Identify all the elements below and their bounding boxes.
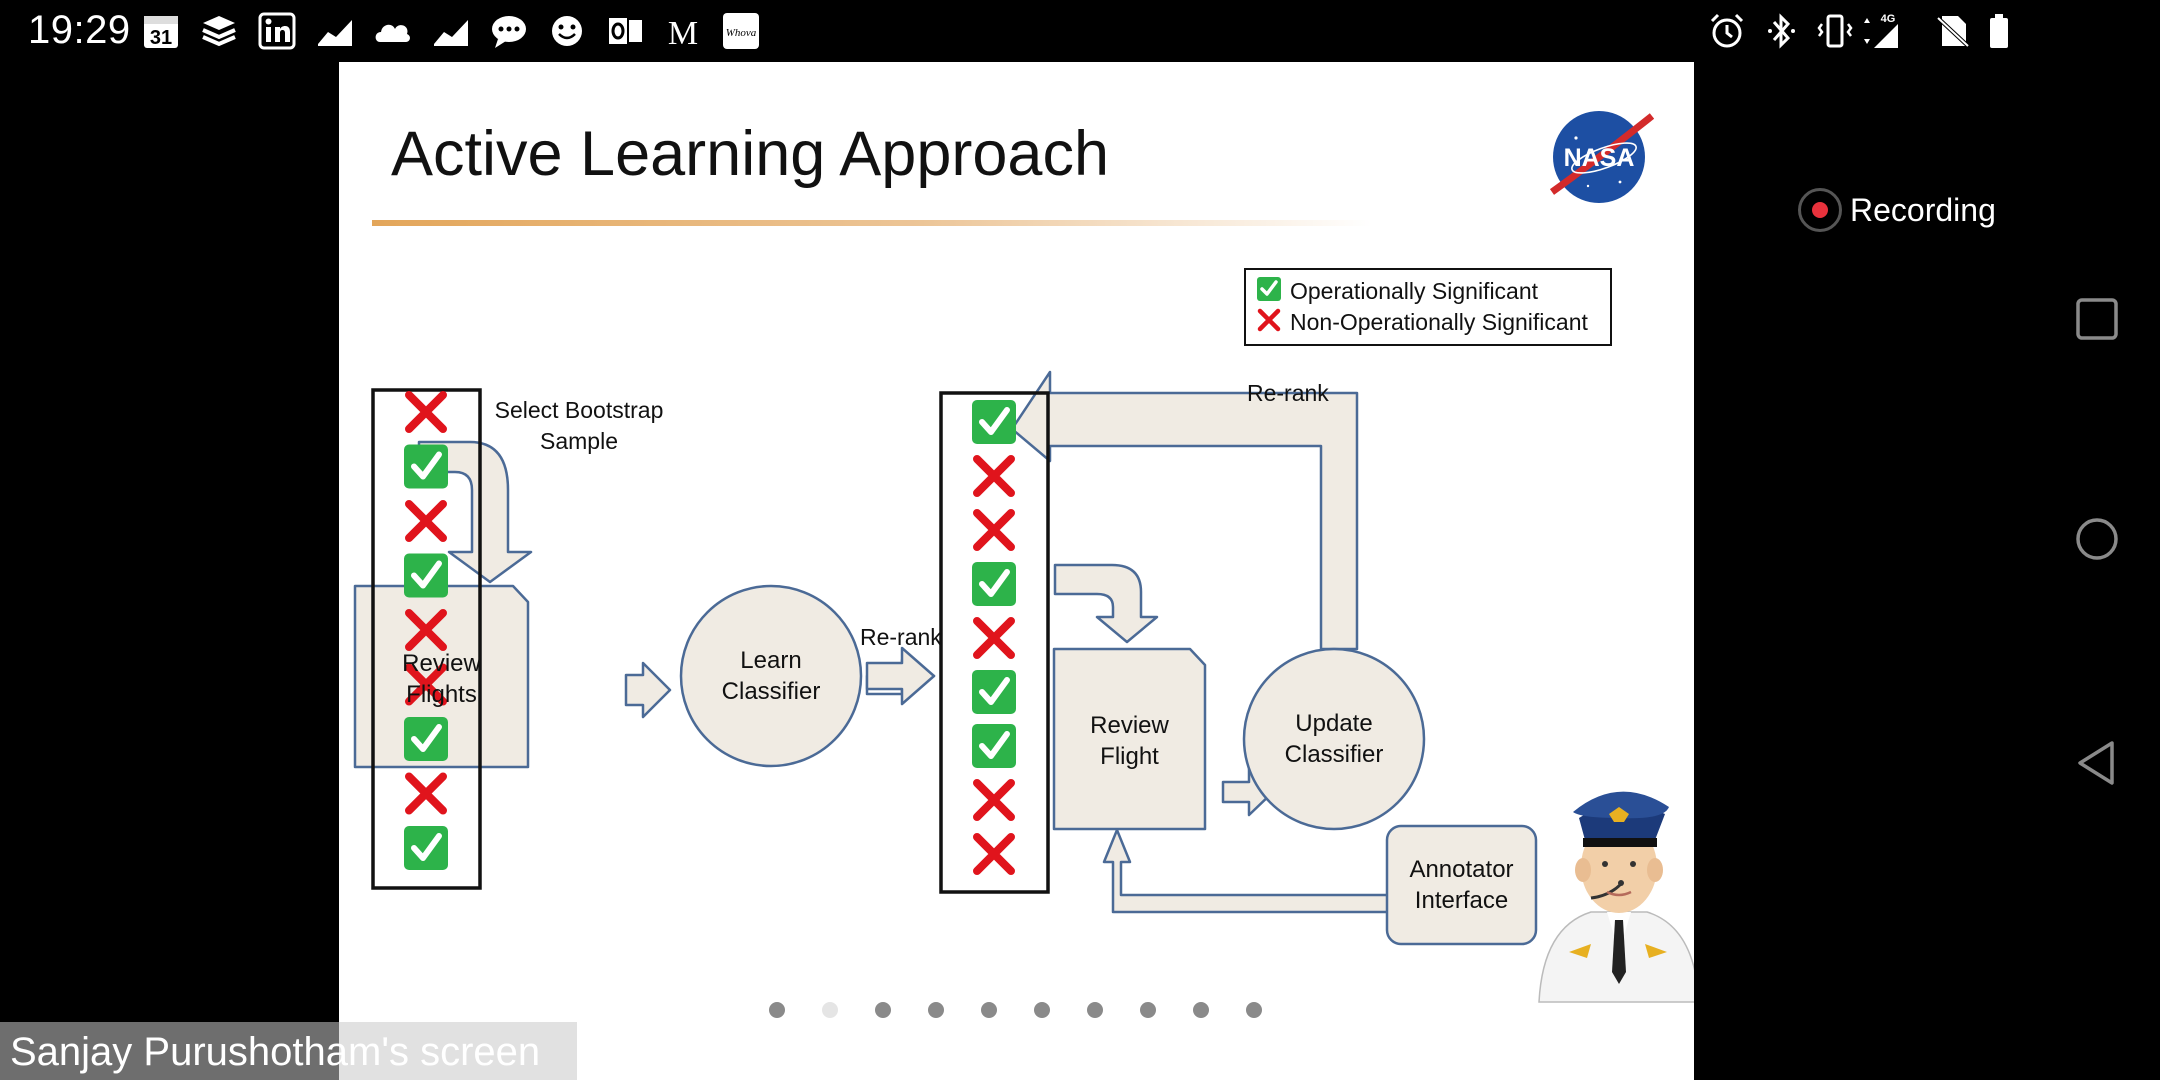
screen-share-caption: Sanjay Purushotham's screen — [0, 1022, 577, 1080]
pagination-dot[interactable] — [1246, 1002, 1262, 1018]
select-arrow — [1053, 563, 1159, 644]
calendar-icon: 31 — [144, 16, 178, 49]
annotator-feedback-arrow — [1102, 828, 1391, 914]
ranked-flights-column — [939, 391, 1050, 894]
medium-icon: M — [668, 15, 698, 50]
shared-slide: Active Learning Approach NASA Operationa… — [339, 62, 1694, 1080]
rerank-label-2: Re-rank — [1247, 380, 1329, 406]
rerank-label-1: Re-rank — [860, 624, 942, 650]
cross-icon — [973, 833, 1015, 875]
title-divider — [372, 220, 1372, 226]
recents-icon — [2076, 298, 2118, 340]
rerank-feedback-arrow — [1010, 370, 1359, 651]
update-classifier-label: Update Classifier — [1284, 710, 1384, 768]
cloud-icon — [375, 24, 410, 42]
network-type: 4G — [1881, 13, 1896, 25]
cross-icon — [973, 509, 1015, 551]
cross-icon — [405, 663, 447, 706]
annotator-interface-node — [1385, 824, 1538, 946]
nasa-logo-icon: NASA — [1549, 111, 1654, 203]
pagination-dot[interactable] — [928, 1002, 944, 1018]
battery-icon — [1990, 14, 2008, 48]
clock: 19:29 — [28, 8, 131, 52]
pagination-dot[interactable] — [1087, 1002, 1103, 1018]
checkmark-icon — [404, 553, 448, 598]
recording-label: Recording — [1850, 192, 1996, 228]
slide-title: Active Learning Approach — [391, 119, 1109, 189]
pagination-dot[interactable] — [822, 1002, 838, 1018]
svg-text:M: M — [668, 15, 698, 50]
recording-indicator: Recording — [1798, 188, 2048, 238]
back-icon — [2078, 741, 2114, 785]
learn-classifier-node — [679, 584, 863, 768]
slide-pagination — [769, 1002, 1269, 1032]
android-nav-bar — [2034, 0, 2160, 1080]
bootstrap-arrow — [417, 440, 533, 584]
select-bootstrap-label: Select Bootstrap Sample — [494, 397, 664, 454]
cross-icon — [405, 772, 447, 815]
review-flight-node — [1052, 647, 1207, 831]
pagination-dot[interactable] — [875, 1002, 891, 1018]
checkmark-icon — [404, 444, 448, 489]
cross-icon — [973, 779, 1015, 821]
whova-icon: Whova — [723, 13, 759, 49]
recents-button[interactable] — [2072, 294, 2122, 344]
learn-classifier-label: Learn Classifier — [721, 647, 821, 705]
smiley-icon — [552, 16, 582, 46]
legend-box: Operationally Significant Non-Operationa… — [1244, 268, 1612, 346]
bluetooth-icon — [1768, 13, 1795, 49]
home-icon — [2076, 518, 2118, 560]
annotator-interface-label: Annotator Interface — [1409, 856, 1514, 914]
review-flights-label: Review Flights — [402, 650, 481, 708]
chart-icon — [318, 20, 352, 46]
status-bar: 19:29 31 M Whova — [0, 0, 2034, 62]
svg-text:Whova: Whova — [726, 27, 757, 39]
home-button[interactable] — [2072, 514, 2122, 564]
svg-text:NASA: NASA — [1564, 144, 1635, 172]
active-learning-diagram — [353, 370, 1538, 946]
cross-icon — [1257, 308, 1281, 332]
legend-label-non-significant: Non-Operationally Significant — [1290, 309, 1588, 335]
review-flight-label: Review Flight — [1090, 712, 1169, 770]
checkmark-icon — [1257, 277, 1281, 301]
update-classifier-node — [1242, 647, 1426, 831]
checkmark-icon — [972, 400, 1016, 444]
checkmark-icon — [404, 717, 448, 761]
pagination-dot[interactable] — [1193, 1002, 1209, 1018]
pilot-annotator-icon — [1538, 791, 1694, 1003]
checkmark-icon — [972, 724, 1016, 768]
middle-column-marks — [972, 400, 1016, 875]
cross-icon — [405, 609, 447, 651]
pagination-dot[interactable] — [769, 1002, 785, 1018]
no-sim-icon — [1936, 16, 1970, 48]
checkmark-icon — [972, 670, 1016, 714]
calendar-day: 31 — [150, 27, 172, 49]
screen-share-owner: Sanjay Purushotham's screen — [10, 1030, 541, 1074]
record-icon — [1798, 188, 1842, 232]
cross-icon — [973, 617, 1015, 659]
chart-icon — [434, 20, 468, 46]
signal-4g-icon: 4G — [1864, 13, 1898, 48]
pagination-dot[interactable] — [981, 1002, 997, 1018]
outlook-icon — [607, 16, 642, 46]
linkedin-icon — [258, 12, 296, 50]
cross-icon — [405, 391, 447, 433]
arrow-review-to-learn — [624, 661, 672, 719]
cross-icon — [405, 500, 447, 542]
review-flights-node — [353, 584, 530, 769]
legend-label-significant: Operationally Significant — [1290, 278, 1539, 304]
alarm-icon — [1710, 13, 1744, 48]
checkmark-icon — [404, 826, 448, 870]
left-column-marks — [404, 391, 448, 870]
pagination-dot[interactable] — [1034, 1002, 1050, 1018]
checkmark-icon — [972, 562, 1016, 606]
cross-icon — [973, 455, 1015, 497]
chat-icon — [492, 16, 526, 48]
initial-flights-column — [371, 388, 482, 890]
pagination-dot[interactable] — [1140, 1002, 1156, 1018]
buffer-icon — [202, 16, 236, 47]
vibrate-icon — [1817, 14, 1853, 48]
back-button[interactable] — [2072, 738, 2122, 788]
